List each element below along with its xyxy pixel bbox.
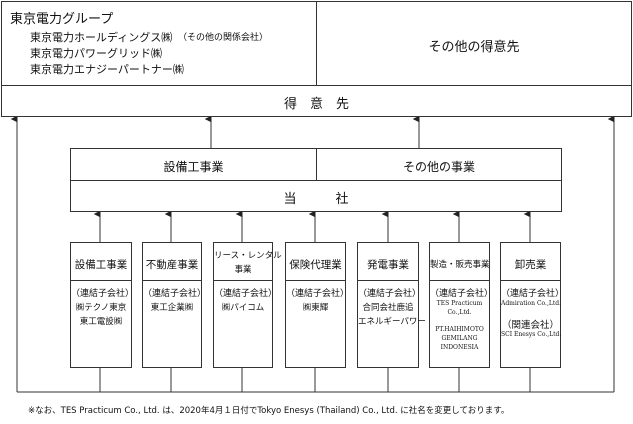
- setsubi-business-label: 設備工事業: [163, 160, 224, 174]
- other-business-label: その他の事業: [402, 160, 475, 174]
- other-customers-box: その他の得意先: [316, 1, 632, 86]
- segment-box-insurance-agency: 保険代理業 （連結子会社） ㈱東輝: [285, 242, 350, 368]
- segment-box-real-estate: 不動産事業 （連結子会社） 東工企業㈱: [142, 242, 207, 368]
- segment-box-setsubi: 設備工事業 （連結子会社） ㈱テクノ東京東工電設㈱: [70, 242, 135, 368]
- segment-company-line: 合同会社鹿追: [362, 303, 414, 313]
- segment-box-power-generation: 発電事業 （連結子会社） 合同会社鹿追エネルギーパワー: [357, 242, 426, 368]
- segment-divider: [71, 280, 131, 281]
- segment-subsidiary-label: （連結子会社）: [501, 289, 565, 299]
- segment-company-line: エネルギーパワー: [358, 317, 426, 327]
- customers-label: 得 意 先: [283, 97, 349, 112]
- company-label: 当 社: [283, 192, 349, 207]
- segment-title: 製造・販売事業: [430, 260, 490, 270]
- customers-box: 得 意 先: [1, 85, 632, 117]
- segment-divider: [143, 280, 201, 281]
- group-company-2: 東京電力パワーグリッド㈱: [30, 47, 162, 60]
- segment-subsidiary-label: （連結子会社）: [286, 289, 350, 299]
- segment-company-line: Co.,Ltd.: [447, 309, 472, 316]
- segment-company-line: （関連会社）: [501, 320, 559, 331]
- segment-title: リース・レンタル 事業: [214, 251, 282, 275]
- segment-box-wholesale: 卸売業 （連結子会社）Admiration Co.,Ltd. （関連会社）SCI E…: [500, 242, 565, 368]
- company-box: 当 社: [70, 180, 562, 212]
- segment-subsidiary-label: （連結子会社）: [71, 289, 135, 299]
- segment-company-line: ㈱パイコム: [221, 303, 265, 313]
- segment-box-lease-rental: リース・レンタル 事業 （連結子会社） ㈱パイコム: [213, 242, 282, 368]
- group-company-3: 東京電力エナジーパートナー㈱: [30, 63, 184, 76]
- segment-title: 不動産事業: [145, 259, 199, 271]
- segment-company-line: ㈱東輝: [302, 303, 329, 313]
- segment-divider: [358, 280, 418, 281]
- footnote: ※なお、TES Practicum Co., Ltd. は、2020年4月１日付…: [28, 406, 510, 416]
- segment-divider: [214, 280, 272, 281]
- segment-company-line: PT.HAIHIMOTO: [435, 326, 484, 333]
- group-company-1: 東京電力ホールディングス㈱: [30, 31, 173, 44]
- segment-company-line: ㈱テクノ東京: [75, 303, 127, 313]
- segment-divider: [430, 280, 489, 281]
- segment-divider: [501, 280, 560, 281]
- segment-divider: [286, 280, 345, 281]
- segment-company-line: GEMILANG: [441, 335, 478, 342]
- segment-company-line: 東工電設㈱: [79, 317, 123, 327]
- segment-title: 発電事業: [367, 259, 409, 271]
- segment-company-line: Admiration Co.,Ltd.: [501, 300, 561, 307]
- segment-company-line: INDONESIA: [440, 344, 479, 351]
- other-customers-label: その他の得意先: [428, 40, 520, 55]
- segment-subsidiary-label: （連結子会社）: [214, 289, 278, 299]
- segment-company-line: 東工企業㈱: [150, 303, 194, 313]
- group-relation-note: （その他の関係会社）: [178, 33, 269, 43]
- other-business-header: その他の事業: [316, 148, 562, 181]
- group-title: 東京電力グループ: [10, 12, 114, 27]
- segment-title: 卸売業: [514, 259, 547, 271]
- tepco-group-box: 東京電力グループ 東京電力ホールディングス㈱ （その他の関係会社） 東京電力パワ…: [1, 1, 317, 86]
- segment-title: 設備工事業: [74, 259, 128, 271]
- setsubi-business-header: 設備工事業: [70, 148, 317, 181]
- segment-subsidiary-label: （連結子会社）: [430, 289, 494, 299]
- segment-subsidiary-label: （連結子会社）: [143, 289, 207, 299]
- segment-title: 保険代理業: [289, 259, 342, 271]
- segment-company-line: SCI Enesys Co.,Ltd.: [501, 331, 562, 338]
- segment-company-line: TES Practicum: [436, 300, 483, 307]
- segment-subsidiary-label: （連結子会社）: [358, 289, 422, 299]
